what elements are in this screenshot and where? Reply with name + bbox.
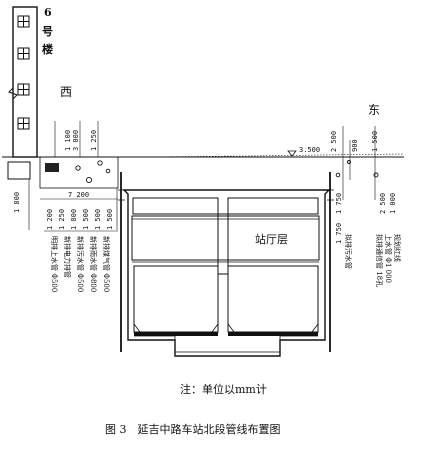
left-dim-stack: 1 800 1 200 1 250 1 800 1 500 1 500 1 50… bbox=[13, 179, 118, 232]
break-mark bbox=[8, 87, 18, 100]
pipe-label-red-line: 规划红线 bbox=[393, 234, 402, 262]
right-water-main bbox=[373, 172, 379, 178]
dim-right-lower-2: 1 750 bbox=[335, 223, 343, 244]
pipe-label-gas: 新排煤气管 Φ500 bbox=[102, 236, 111, 292]
dim-top-left-2: 3 000 bbox=[72, 130, 80, 151]
left-pipe-zone: 1 100 3 000 1 250 7 200 bbox=[7, 121, 119, 200]
dim-left-3: 1 250 bbox=[58, 209, 66, 230]
dim-right-lower-1: 1 750 bbox=[335, 193, 343, 214]
right-sewer-pipe bbox=[335, 172, 341, 178]
building-number-label: 6 bbox=[44, 6, 52, 19]
building-lou-label: 楼 bbox=[42, 42, 53, 56]
pipe-corridor-box bbox=[39, 156, 119, 189]
pipe-label-storm: 新排雨水管 Φ800 bbox=[89, 236, 98, 292]
platform-right-bay bbox=[227, 265, 319, 333]
platform-slab-right bbox=[228, 332, 318, 336]
station-hall-label: 站厅层 bbox=[255, 232, 288, 246]
unit-note: 注：单位以mm计 bbox=[180, 382, 267, 396]
dim-right-top-2: 900 bbox=[351, 139, 359, 152]
pipe-label-water-supply: 明排上水管 Φ500 bbox=[50, 236, 59, 292]
dim-right-top-1: 2 500 bbox=[330, 131, 338, 152]
water-pipe-left bbox=[105, 168, 111, 174]
sewer-pipe bbox=[75, 165, 81, 171]
pipe-label-sewer: 新排污水管 Φ500 bbox=[76, 236, 85, 292]
roof-panels bbox=[132, 197, 319, 215]
building-foundation bbox=[7, 161, 31, 180]
east-label: 东 bbox=[368, 103, 380, 117]
right-telecom-duct bbox=[347, 160, 351, 164]
storm-pipe bbox=[85, 176, 93, 184]
dim-left-4: 1 800 bbox=[70, 209, 78, 230]
dim-left-1: 1 800 bbox=[13, 192, 21, 213]
wall-struts bbox=[118, 189, 334, 201]
pipe-label-right-telecom: 拟排通信管 18孔 bbox=[375, 234, 384, 287]
road-surface-line bbox=[139, 153, 405, 158]
station-structure: 站厅层 bbox=[118, 172, 334, 357]
gas-pipe bbox=[97, 160, 103, 166]
dim-right-top-3: 1 500 bbox=[371, 131, 379, 152]
dim-top-left-1: 1 100 bbox=[64, 130, 72, 151]
station-box-outer bbox=[122, 189, 331, 357]
dim-left-7: 1 500 bbox=[106, 209, 114, 230]
figure-caption: 图 3 延吉中路车站北段管线布置图 bbox=[105, 422, 281, 436]
building-hao-label: 号 bbox=[42, 25, 53, 38]
right-pipe-zone: 2 500 900 1 500 1 750 1 750 2 500 1 000 … bbox=[330, 126, 402, 287]
building-outline bbox=[12, 6, 38, 158]
dim-7200: 7 200 bbox=[68, 191, 89, 199]
west-label: 西 bbox=[60, 85, 72, 99]
elevation-marker bbox=[287, 150, 297, 157]
pipe-label-right-sewer: 拟排污水管 bbox=[344, 234, 353, 269]
pipe-label-power: 新排电力排管 bbox=[63, 236, 72, 278]
base-slab-line bbox=[134, 335, 318, 353]
dim-left-5: 1 500 bbox=[82, 209, 90, 230]
left-pipe-labels: 明排上水管 Φ500 新排电力排管 新排污水管 Φ500 新排雨水管 Φ800 … bbox=[50, 236, 111, 292]
building-6: 6 号 楼 bbox=[8, 6, 53, 158]
center-column bbox=[217, 213, 229, 275]
dim-right-lower-3: 2 500 bbox=[379, 193, 387, 214]
dim-right-lower-4: 1 000 bbox=[389, 193, 397, 214]
platform-left-bay bbox=[133, 265, 219, 333]
dim-left-2: 1 200 bbox=[46, 209, 54, 230]
power-duct-bank bbox=[45, 163, 59, 172]
pipe-label-right-water: 上水管 Φ1 000 bbox=[384, 234, 393, 283]
platform-slab-left bbox=[134, 332, 218, 336]
dim-left-6: 1 500 bbox=[94, 209, 102, 230]
dim-top-left-3: 1 250 bbox=[90, 130, 98, 151]
elevation-value: 3.500 bbox=[299, 146, 320, 154]
station-hall-floor bbox=[131, 215, 320, 261]
